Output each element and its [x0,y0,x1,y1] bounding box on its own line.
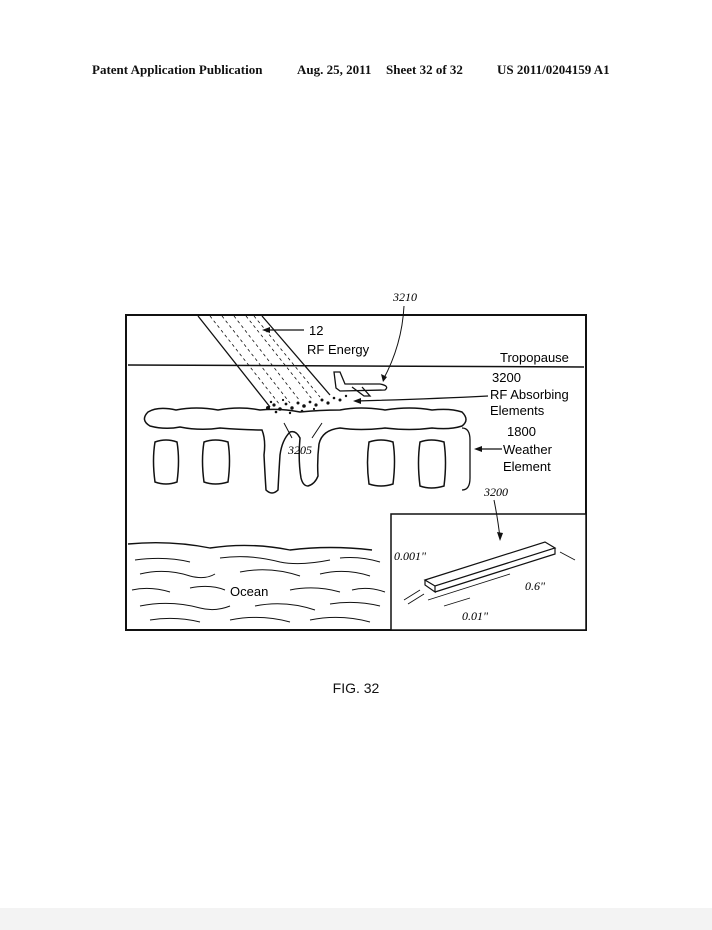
tropopause-line [127,364,585,368]
sheet-number: Sheet 32 of 32 [386,62,463,77]
absorbing-label-1: RF Absorbing [490,387,569,402]
publication-label: Patent Application Publication [92,62,263,77]
aircraft [333,371,388,397]
page-header: Patent Application Publication Aug. 25, … [0,62,712,82]
absorbing-elements-cloud [266,394,348,415]
rf-energy-label: RF Energy [307,342,370,357]
weather-cloud [143,407,467,494]
ref-3210: 3210 [392,290,417,304]
ref-3205: 3205 [287,443,312,457]
weather-label-2: Element [503,459,551,474]
ocean-label: Ocean [230,584,268,599]
inset-width: 0.01" [462,609,489,623]
figure-frame [125,314,587,631]
inset-ref: 3200 [483,485,508,499]
inset-length: 0.6" [525,579,546,593]
patent-number: US 2011/0204159 A1 [497,62,610,77]
page-footer-band [0,908,712,930]
absorbing-label-2: Elements [490,403,545,418]
ocean-waves [127,541,386,623]
inset-thickness: 0.001" [394,549,427,563]
inset-frame [390,513,587,631]
rf-energy-number: 12 [309,323,323,338]
weather-bracket [461,427,471,491]
rf-energy-beam [197,315,331,408]
leader-3210 [382,305,405,381]
weather-number: 1800 [507,424,536,439]
leader-absorbing [355,395,489,402]
inset-element [403,541,576,607]
absorbing-number: 3200 [492,370,521,385]
publication-date: Aug. 25, 2011 [297,62,372,77]
figure-caption: FIG. 32 [332,680,380,696]
leader-3205 [283,422,323,439]
tropopause-label: Tropopause [500,350,569,365]
weather-label-1: Weather [503,442,553,457]
weather-blocks [152,439,447,489]
